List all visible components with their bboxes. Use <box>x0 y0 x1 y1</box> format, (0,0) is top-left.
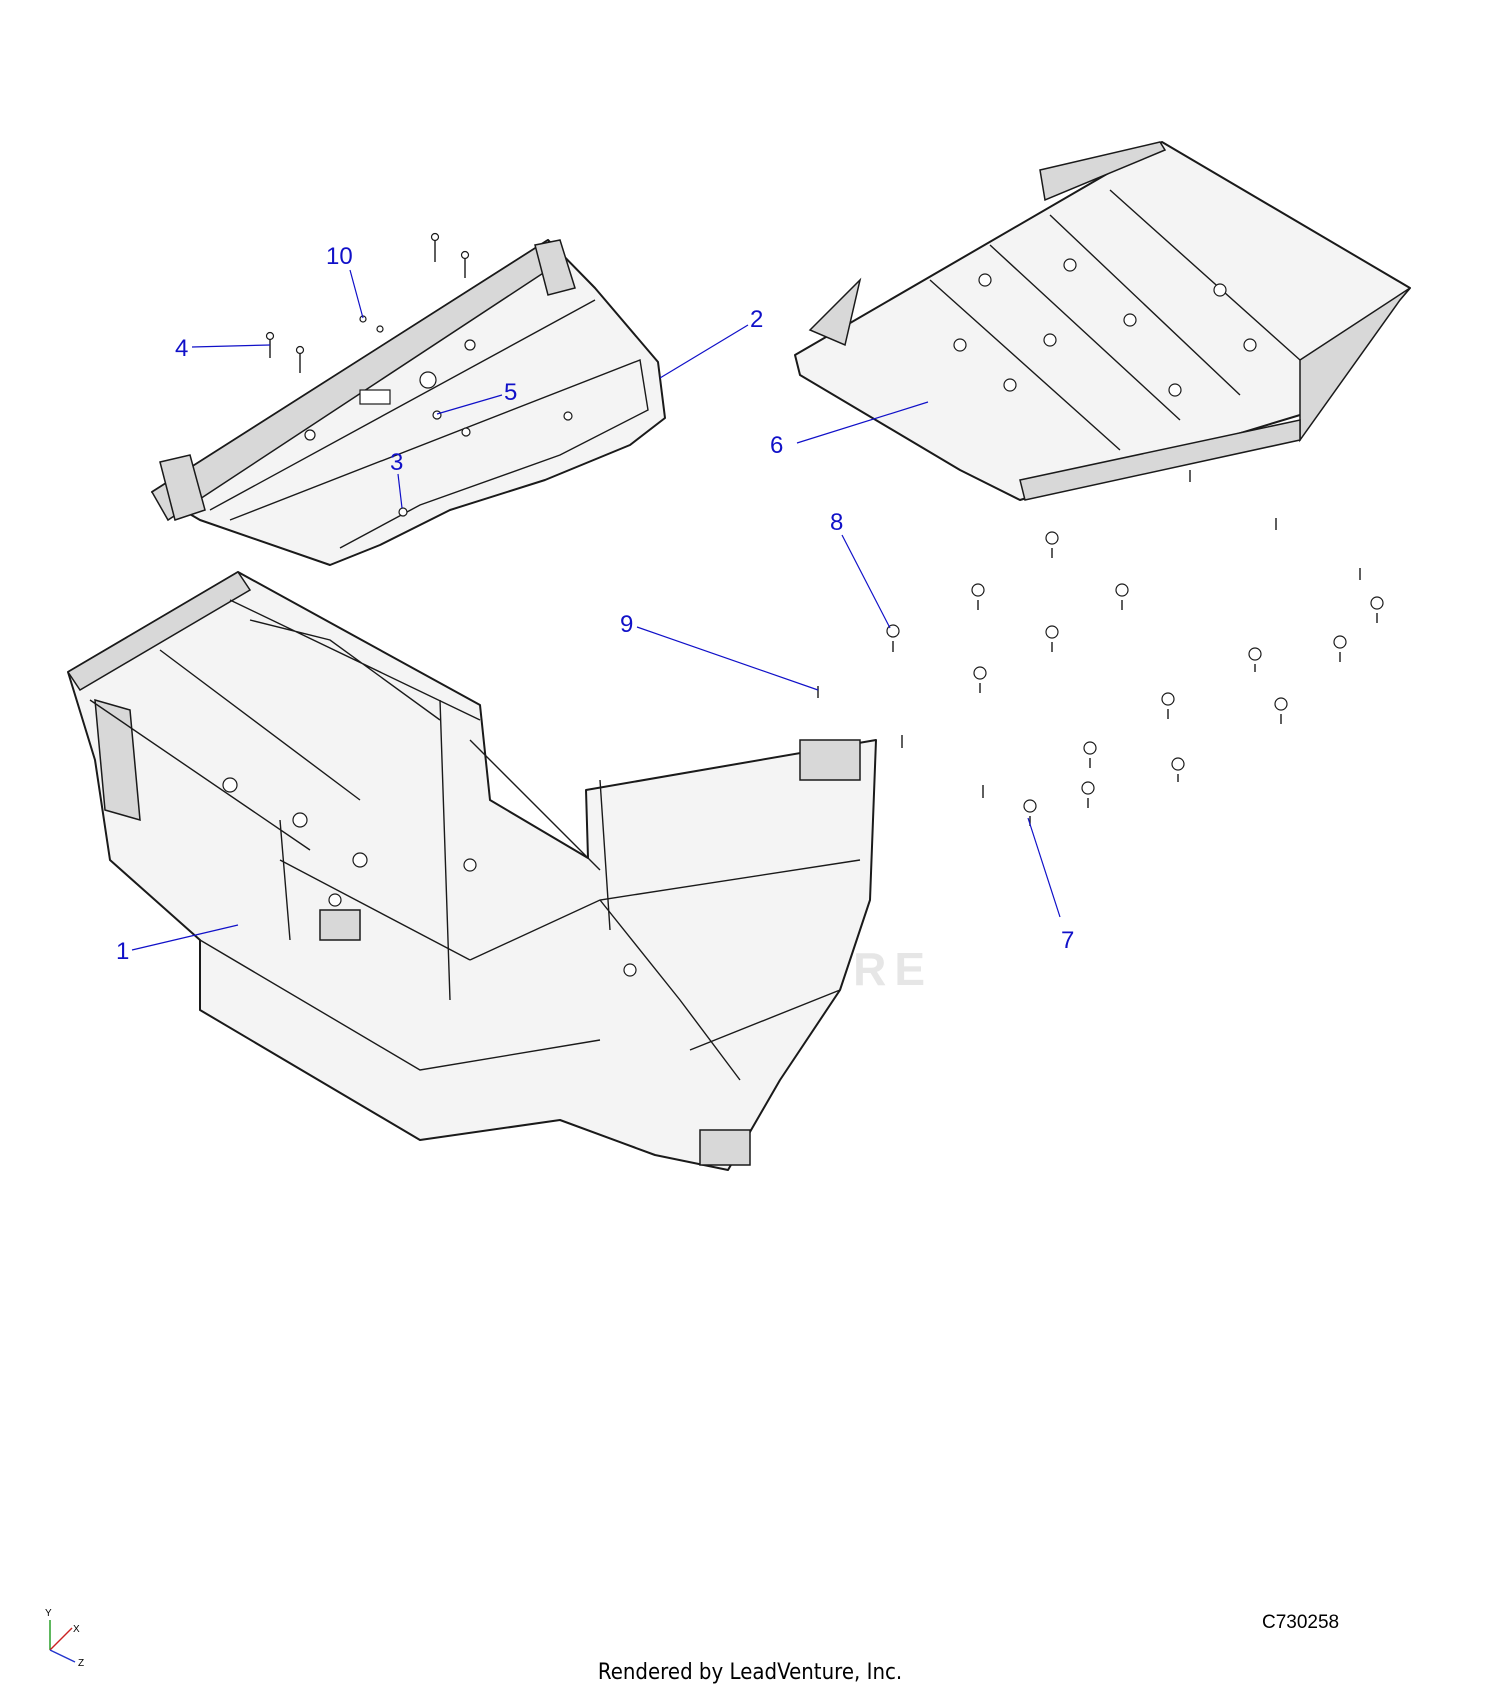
leader-lines <box>131 269 1061 951</box>
callout-5[interactable]: 5 <box>504 379 517 406</box>
leader-5 <box>436 394 503 415</box>
part-6-skid-plate[interactable] <box>794 141 1411 501</box>
part-2-cargo-frame[interactable] <box>150 238 666 566</box>
callout-9[interactable]: 9 <box>620 611 633 638</box>
leader-8 <box>841 534 891 629</box>
leader-9 <box>636 626 819 691</box>
leader-2 <box>659 324 749 379</box>
callout-labels: 1 2 3 4 5 6 7 8 9 10 <box>116 243 1074 965</box>
leader-1 <box>131 924 239 951</box>
axis-label-z: Z <box>78 1658 84 1669</box>
leader-6 <box>796 401 929 444</box>
callout-2[interactable]: 2 <box>750 306 763 333</box>
axis-indicator: Y X Z <box>45 1608 84 1669</box>
callout-1[interactable]: 1 <box>116 938 129 965</box>
callout-4[interactable]: 4 <box>175 335 188 362</box>
leader-4 <box>191 344 271 348</box>
axis-label-y: Y <box>45 1608 52 1619</box>
part-1-main-frame[interactable] <box>66 570 877 1171</box>
callout-10[interactable]: 10 <box>326 243 353 270</box>
fastener-bolts[interactable] <box>265 232 573 517</box>
leader-10 <box>349 269 364 319</box>
callout-8[interactable]: 8 <box>830 509 843 536</box>
callout-6[interactable]: 6 <box>770 432 783 459</box>
callout-7[interactable]: 7 <box>1061 927 1074 954</box>
fastener-field[interactable] <box>817 470 1384 826</box>
leader-7 <box>1027 817 1061 918</box>
leader-3 <box>397 473 403 509</box>
axis-label-x: X <box>73 1624 80 1635</box>
footer-credit: Rendered by LeadVenture, Inc. <box>597 1660 903 1685</box>
callout-3[interactable]: 3 <box>390 449 403 476</box>
drawing-code: C730258 <box>1262 1612 1340 1633</box>
